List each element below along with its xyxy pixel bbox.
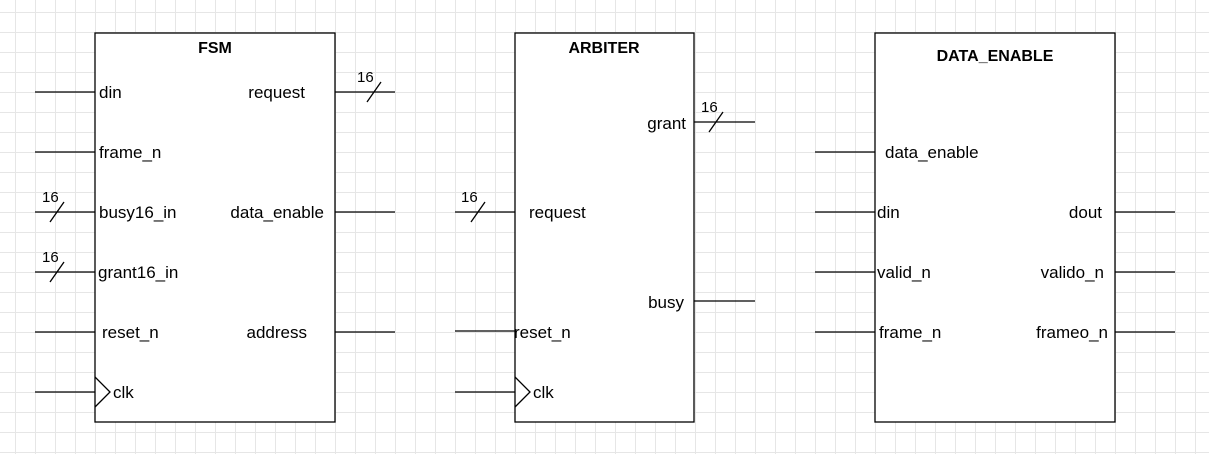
arbiter-grant-width: 16 bbox=[701, 99, 718, 116]
arbiter-box[interactable] bbox=[514, 32, 695, 423]
fsm-title: FSM bbox=[198, 40, 232, 57]
fsm-busy16-in-width: 16 bbox=[42, 189, 59, 206]
fsm-grant16-in-bus-slash bbox=[49, 261, 65, 283]
arbiter-request-width: 16 bbox=[461, 189, 478, 206]
arbiter-grant-bus-slash bbox=[708, 111, 724, 133]
fsm-request-bus-slash bbox=[366, 81, 382, 103]
arbiter-grant-label: grant bbox=[647, 114, 686, 133]
fsm-grant16-in-label: grant16_in bbox=[98, 263, 178, 282]
fsm-data-enable-label: data_enable bbox=[230, 203, 324, 222]
fsm-box[interactable] bbox=[94, 32, 336, 423]
fsm-block[interactable]: FSM din frame_n 16 busy16_in 16 grant16_… bbox=[35, 32, 395, 423]
fsm-clk-label: clk bbox=[113, 383, 134, 402]
arbiter-clk-label: clk bbox=[533, 383, 554, 402]
data-enable-dout-label: dout bbox=[1069, 203, 1102, 222]
data-enable-box[interactable] bbox=[874, 32, 1116, 423]
arbiter-title: ARBITER bbox=[568, 40, 640, 57]
fsm-busy16-in-bus-slash bbox=[49, 201, 65, 223]
arbiter-busy-label: busy bbox=[648, 293, 684, 312]
fsm-clock-triangle-icon bbox=[94, 376, 111, 408]
data-enable-valido-n-label: valido_n bbox=[1041, 263, 1104, 282]
data-enable-frame-n-label: frame_n bbox=[879, 323, 941, 342]
fsm-frame-n-label: frame_n bbox=[99, 143, 161, 162]
data-enable-valid-n-label: valid_n bbox=[877, 263, 931, 282]
fsm-busy16-in-label: busy16_in bbox=[99, 203, 177, 222]
data-enable-block[interactable]: DATA_ENABLE data_enable din valid_n fram… bbox=[815, 32, 1175, 423]
data-enable-title: DATA_ENABLE bbox=[937, 48, 1054, 65]
fsm-grant16-in-width: 16 bbox=[42, 249, 59, 266]
data-enable-enable-label: data_enable bbox=[885, 143, 979, 162]
arbiter-request-label: request bbox=[529, 203, 586, 222]
data-enable-frameo-n-label: frameo_n bbox=[1036, 323, 1108, 342]
fsm-din-label: din bbox=[99, 83, 122, 102]
arbiter-clock-triangle-icon bbox=[514, 376, 531, 408]
fsm-request-width: 16 bbox=[357, 69, 374, 86]
fsm-reset-n-label: reset_n bbox=[102, 323, 159, 342]
arbiter-request-bus-slash bbox=[470, 201, 486, 223]
fsm-address-label: address bbox=[247, 323, 307, 342]
data-enable-din-label: din bbox=[877, 203, 900, 222]
arbiter-block[interactable]: ARBITER 16 request reset_n clk grant 16 … bbox=[455, 32, 755, 423]
arbiter-reset-n-label: reset_n bbox=[514, 323, 571, 342]
fsm-request-label: request bbox=[248, 83, 305, 102]
